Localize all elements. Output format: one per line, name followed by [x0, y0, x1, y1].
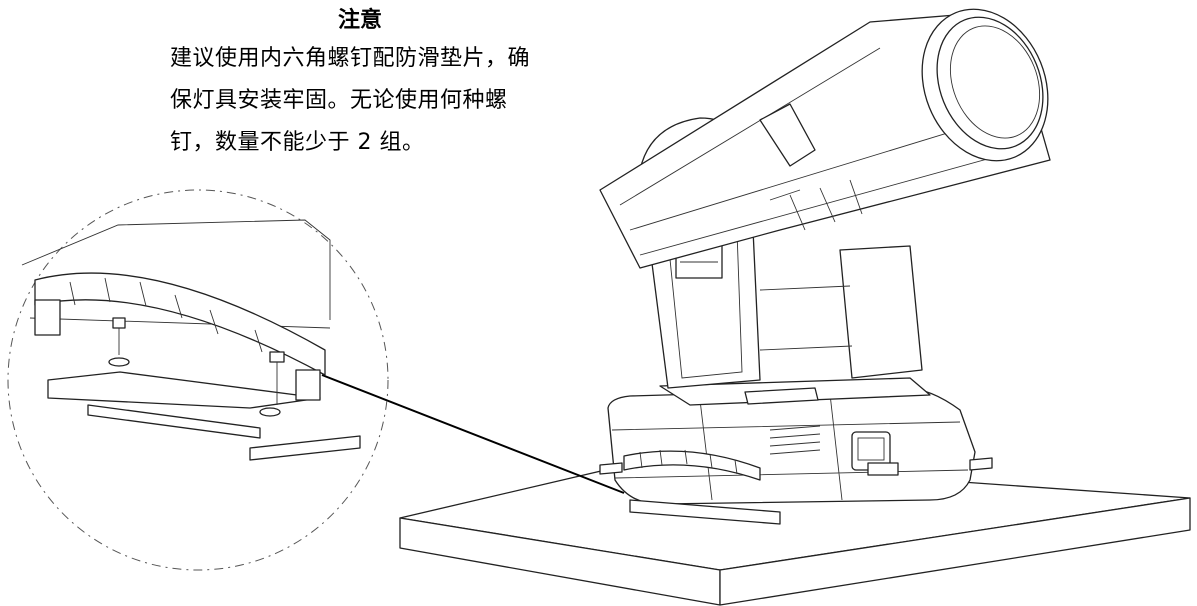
moving-head-fixture: [599, 8, 1051, 525]
note-line-3: 钉，数量不能少于 2 组。: [170, 130, 425, 155]
note-title: 注意: [337, 7, 382, 33]
detail-zoom-view: [7, 189, 389, 571]
caution-note: 注意 建议使用内六角螺钉配防滑垫片，确 保灯具安装牢固。无论使用何种螺 钉，数量…: [170, 2, 590, 164]
note-line-2: 保灯具安装牢固。无论使用何种螺: [170, 88, 508, 113]
mounting-platform: [399, 459, 1191, 606]
leader-line: [321, 374, 625, 494]
note-line-1: 建议使用内六角螺钉配防滑垫片，确: [170, 46, 531, 71]
